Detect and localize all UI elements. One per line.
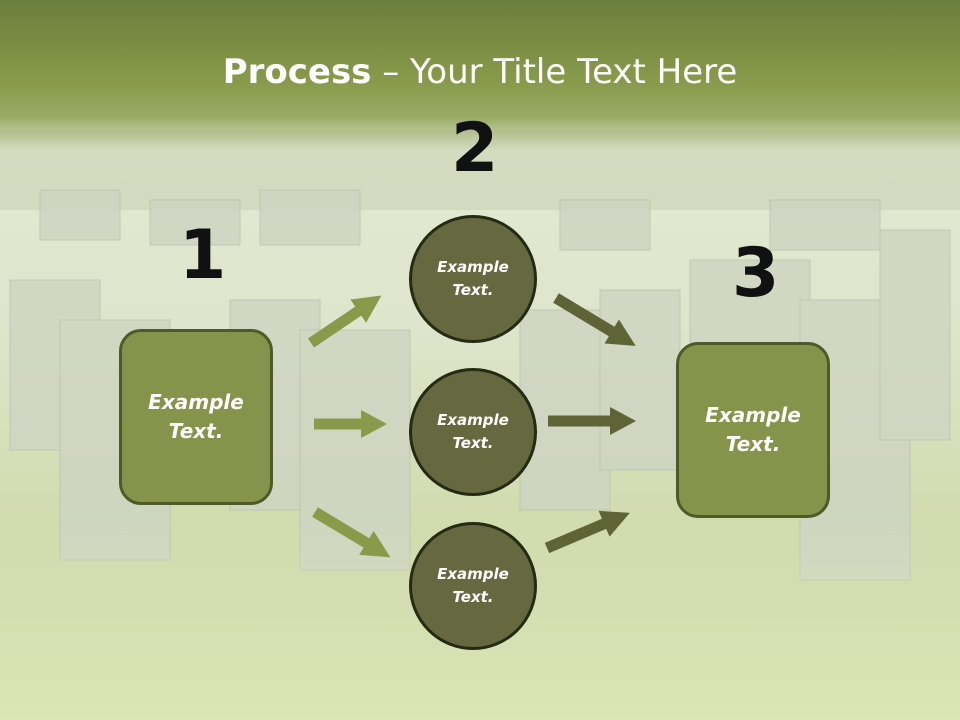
- arrow-right-icon: [548, 407, 636, 435]
- circle-middle-text: Example Text.: [437, 411, 509, 452]
- arrow-up-right-icon: [307, 295, 382, 348]
- circle-middle: Example Text.: [409, 368, 537, 496]
- step-number-1: 1: [179, 216, 227, 295]
- arrow-right-icon: [314, 410, 387, 438]
- title-rest: – Your Title Text Here: [371, 52, 738, 92]
- step-number-3: 3: [732, 234, 780, 313]
- right-process-box: Example Text.: [676, 342, 830, 518]
- title-bold: Process: [222, 52, 372, 92]
- slide-title: Process – Your Title Text Here: [0, 52, 960, 92]
- arrow-down-right-icon: [312, 507, 391, 558]
- circle-bottom-text: Example Text.: [437, 565, 509, 606]
- left-process-box: Example Text.: [119, 329, 273, 505]
- left-box-text: Example Text.: [148, 390, 244, 443]
- title-band: [0, 0, 960, 150]
- right-box-text: Example Text.: [705, 403, 801, 456]
- circle-bottom: Example Text.: [409, 522, 537, 650]
- step-number-2: 2: [451, 109, 499, 188]
- arrow-up-right-icon: [544, 510, 630, 554]
- circle-top: Example Text.: [409, 215, 537, 343]
- circle-top-text: Example Text.: [437, 258, 509, 299]
- arrow-down-right-icon: [553, 293, 636, 346]
